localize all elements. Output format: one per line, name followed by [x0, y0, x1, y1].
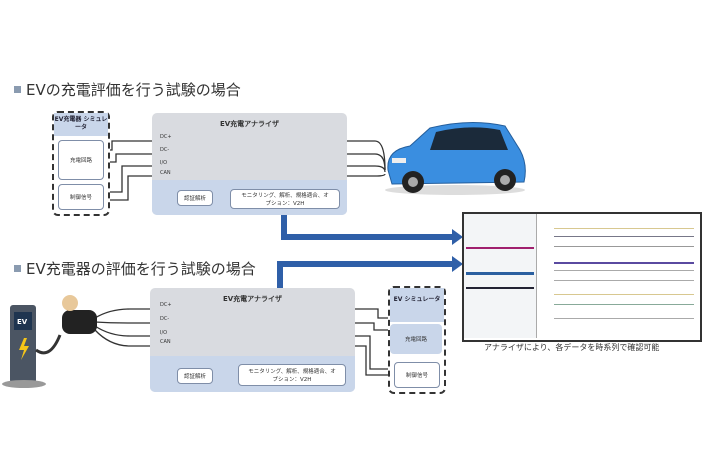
line-label-dc-minus: DC- [160, 147, 170, 153]
line-label-dc-plus: DC+ [160, 302, 172, 308]
section2-title: EV充電器の評価を行う試験の場合 [26, 260, 256, 278]
car-image [385, 121, 526, 195]
simulator-title: EV充電器 シミュレータ [54, 113, 108, 136]
control-signal-box: 制御信号 [58, 184, 104, 210]
features-box: モニタリング、解析、規格適合、オプション：V2H [230, 189, 340, 209]
analyzer-panel: EV充電アナライザ 認証解析 モニタリング、解析、規格適合、オプション：V2H [150, 288, 355, 392]
line-label-can: CAN [160, 170, 171, 176]
result-caption: アナライザにより、各データを時系列で確認可能 [484, 343, 660, 352]
charger-simulator: EV充電器 シミュレータ 充電回路 制御信号 [52, 111, 110, 216]
auth-analysis-box: 認証解析 [177, 368, 213, 384]
line-label-can: CAN [160, 339, 171, 345]
auth-analysis-box: 認証解析 [177, 190, 213, 206]
analyzer-timeseries-screenshot [462, 212, 702, 342]
charging-circuit-box: 充電回路 [390, 324, 442, 354]
line-label-dc-plus: DC+ [160, 134, 172, 140]
charger-label: EV [17, 318, 28, 326]
line-label-dc-minus: DC- [160, 316, 170, 322]
bullet-icon [14, 265, 21, 272]
analyzer-title: EV充電アナライザ [222, 295, 283, 303]
line-label-io: I/O [160, 330, 168, 336]
charging-circuit-box: 充電回路 [58, 140, 104, 180]
bullet-icon [14, 86, 21, 93]
line-label-io: I/O [160, 160, 168, 166]
section1-title: EVの充電評価を行う試験の場合 [26, 81, 241, 99]
control-signal-box: 制御信号 [394, 362, 440, 388]
features-box: モニタリング、解析、規格適合、オプション：V2H [238, 364, 346, 386]
simulator-title: EV シミュレータ [390, 288, 444, 322]
charger-station-image [2, 295, 97, 388]
analyzer-title: EV充電アナライザ [219, 120, 280, 128]
analyzer-panel: EV充電アナライザ 認証解析 モニタリング、解析、規格適合、オプション：V2H [152, 113, 347, 215]
arrows [277, 215, 463, 288]
ev-simulator: EV シミュレータ 充電回路 制御信号 [388, 286, 446, 394]
